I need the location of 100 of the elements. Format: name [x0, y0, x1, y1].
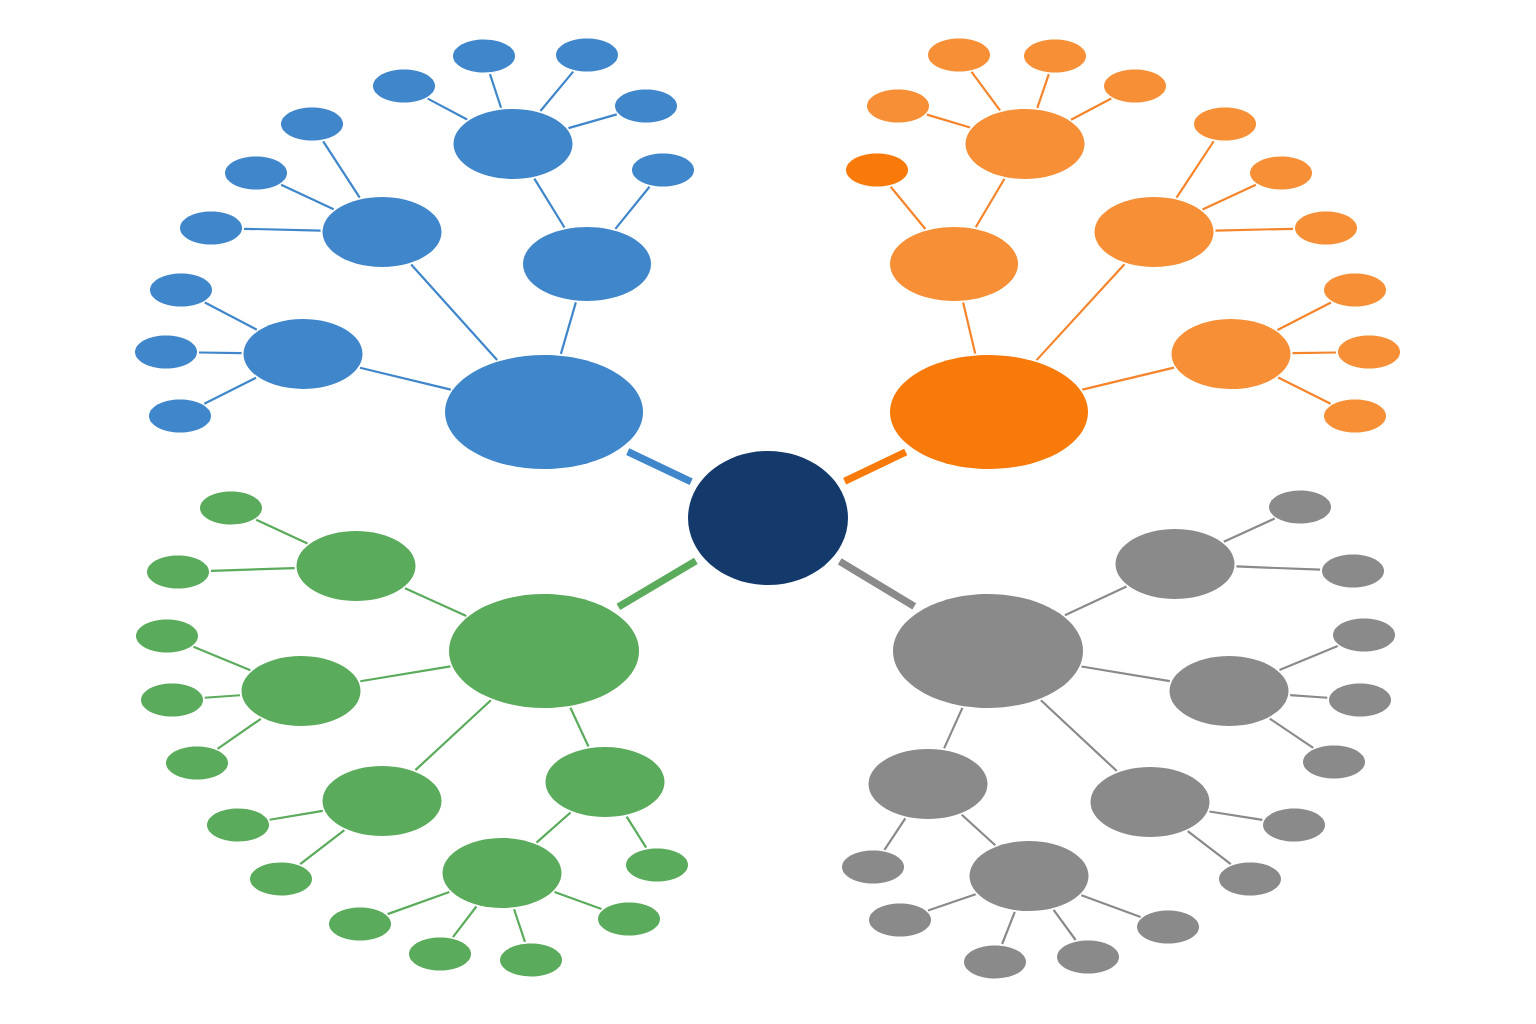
connector-line	[889, 186, 927, 230]
connector-line	[322, 140, 361, 199]
leaf-ellipse	[1219, 862, 1281, 896]
leaf-ellipse	[147, 555, 209, 589]
connector-line	[1290, 694, 1328, 699]
connector-line	[843, 448, 908, 485]
connector-line	[559, 302, 577, 355]
leaf-ellipse	[500, 943, 562, 977]
leaf-ellipse	[964, 945, 1026, 979]
connector-line	[569, 707, 590, 747]
leaf-ellipse	[1057, 940, 1119, 974]
leaf-ellipse	[409, 937, 471, 971]
leaf-ellipse	[598, 902, 660, 936]
connector-line	[210, 567, 295, 572]
leaf-ellipse	[1295, 211, 1357, 245]
connector-line	[1001, 911, 1016, 945]
branch-ellipse	[523, 227, 651, 301]
connector-line	[943, 707, 964, 749]
connector-line	[1070, 97, 1112, 121]
connector-line	[927, 893, 976, 912]
branch-ellipse	[965, 109, 1085, 179]
connector-line	[974, 178, 1006, 228]
leaf-ellipse	[281, 107, 343, 141]
branch-ellipse	[1169, 656, 1289, 726]
leaf-ellipse	[250, 862, 312, 896]
connector-line	[554, 891, 602, 911]
leaf-ellipse	[1269, 490, 1331, 524]
connector-line	[488, 73, 503, 109]
connector-line	[626, 448, 693, 485]
leaf-ellipse	[135, 335, 197, 369]
connector-line	[1209, 810, 1263, 822]
leaf-ellipse	[867, 89, 929, 123]
branch-ellipse	[296, 531, 416, 601]
connector-line	[1064, 585, 1127, 617]
connector-line	[414, 699, 492, 771]
connector-line	[1036, 73, 1050, 109]
connector-line	[1292, 351, 1337, 355]
main-branch-ellipse	[893, 594, 1083, 708]
leaf-ellipse	[1250, 156, 1312, 190]
connector-line	[533, 178, 566, 229]
connector-line	[539, 70, 575, 112]
connector-line	[255, 518, 308, 545]
leaf-ellipse	[207, 808, 269, 842]
branch-ellipse	[545, 747, 665, 817]
leaf-ellipse	[225, 156, 287, 190]
connector-line	[1277, 376, 1332, 405]
leaf-ellipse	[136, 619, 198, 653]
branch-ellipse	[1115, 529, 1235, 599]
connector-line	[837, 558, 917, 610]
connector-line	[962, 302, 977, 354]
connector-line	[427, 97, 468, 121]
connector-line	[359, 366, 451, 391]
leaf-ellipse	[869, 903, 931, 937]
leaf-ellipse	[632, 153, 694, 187]
leaf-ellipse	[556, 38, 618, 72]
leaf-ellipse	[1194, 107, 1256, 141]
connector-line	[1187, 830, 1232, 866]
connector-line	[926, 113, 971, 129]
leaf-ellipse	[928, 38, 990, 72]
branch-ellipse	[322, 766, 442, 836]
connector-line	[568, 113, 618, 130]
connector-line	[193, 645, 251, 672]
branch-ellipse	[243, 319, 363, 389]
connector-line	[280, 183, 335, 211]
connector-line	[535, 811, 572, 844]
connector-line	[616, 557, 698, 610]
leaf-ellipse	[149, 399, 211, 433]
leaf-ellipse	[626, 848, 688, 882]
leaf-ellipse	[1137, 910, 1199, 944]
leaf-ellipse	[1324, 273, 1386, 307]
connector-line	[625, 815, 648, 849]
central-circle	[688, 451, 848, 585]
leaf-ellipse	[1324, 399, 1386, 433]
leaf-ellipse	[166, 746, 228, 780]
leaf-ellipse	[1333, 618, 1395, 652]
branch-ellipse	[1171, 319, 1291, 389]
leaf-ellipse	[141, 683, 203, 717]
leaf-ellipse	[1104, 69, 1166, 103]
connector-line	[513, 908, 526, 943]
connector-line	[1082, 366, 1175, 391]
leaf-ellipse	[453, 39, 515, 73]
connector-line	[614, 186, 651, 230]
connector-line	[1215, 227, 1294, 232]
connector-line	[1223, 517, 1276, 543]
connector-line	[1202, 183, 1257, 211]
leaf-ellipse	[1329, 683, 1391, 717]
branch-ellipse	[322, 197, 442, 267]
leaf-ellipse	[1263, 808, 1325, 842]
connector-line	[961, 813, 996, 847]
connector-line	[1040, 699, 1118, 772]
connector-line	[387, 890, 450, 916]
leaf-ellipse	[329, 907, 391, 941]
connector-line	[404, 587, 467, 617]
connector-line	[269, 809, 323, 821]
connector-line	[1236, 565, 1321, 571]
branch-ellipse	[969, 841, 1089, 911]
main-branch-ellipse	[445, 355, 643, 469]
leaf-ellipse	[1303, 745, 1365, 779]
leaf-ellipse	[1322, 554, 1384, 588]
connector-line	[1052, 909, 1077, 941]
